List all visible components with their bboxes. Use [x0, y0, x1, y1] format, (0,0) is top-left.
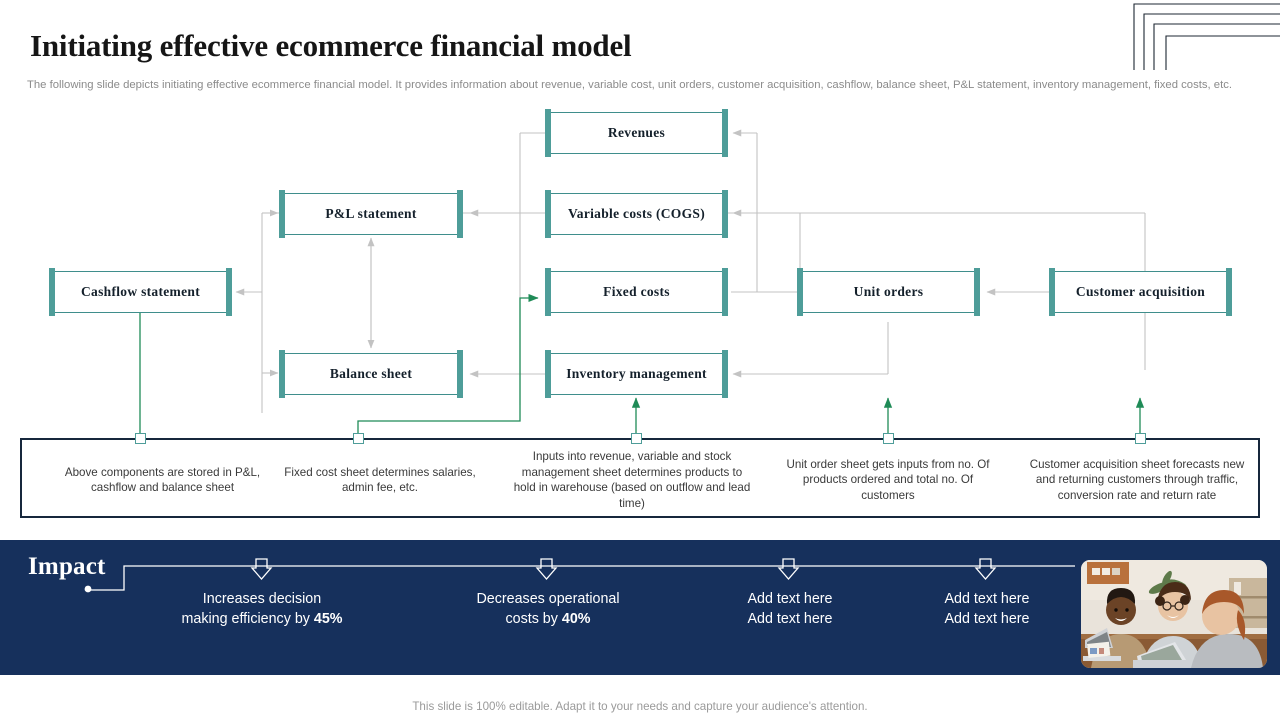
impact-item-line1: Add text here [747, 591, 833, 607]
impact-item-line2: costs by 40% [448, 610, 648, 630]
impact-banner: Impact Increases decision making efficie… [0, 540, 1280, 675]
impact-label: Impact [28, 553, 106, 580]
footer-note: This slide is 100% editable. Adapt it to… [412, 700, 868, 713]
annotation-item: Fixed cost sheet determines salaries, ad… [284, 465, 476, 495]
team-photo [1081, 560, 1267, 668]
node-label: Inventory management [566, 366, 707, 381]
annotation-strip: Above components are stored in P&L, cash… [20, 438, 1260, 518]
impact-item: Decreases operational costs by 40% [448, 590, 648, 629]
impact-item-line2-text: making efficiency by [181, 610, 314, 627]
corner-decoration-icon [1133, 3, 1280, 70]
impact-item-metric: 45% [313, 610, 343, 627]
node-pl-statement[interactable]: P&L statement [279, 190, 463, 238]
node-label: Customer acquisition [1075, 284, 1206, 299]
node-variable-costs[interactable]: Variable costs (COGS) [545, 190, 728, 238]
impact-item-line1: Add text here [944, 591, 1030, 607]
node-label: P&L statement [325, 206, 417, 221]
node-unit-orders[interactable]: Unit orders [797, 268, 980, 316]
annotation-item: Above components are stored in P&L, cash… [64, 465, 261, 495]
node-cashflow-statement[interactable]: Cashflow statement [49, 268, 232, 316]
annotation-anchor [631, 433, 642, 444]
node-label: Balance sheet [329, 366, 413, 381]
node-customer-acquisition[interactable]: Customer acquisition [1049, 268, 1232, 316]
node-fixed-costs[interactable]: Fixed costs [545, 268, 728, 316]
impact-item-line2: Add text here [690, 610, 890, 630]
node-inventory-management[interactable]: Inventory management [545, 350, 728, 398]
impact-item-line2: making efficiency by 45% [162, 610, 362, 630]
connector-layer [135, 129, 1146, 438]
node-revenues[interactable]: Revenues [545, 109, 728, 157]
impact-item-line1: Increases decision [202, 591, 322, 607]
node-label: Revenues [607, 125, 666, 140]
node-label: Variable costs (COGS) [567, 206, 706, 221]
team-photo-image [1081, 560, 1267, 668]
impact-connector-line [84, 558, 1075, 593]
annotation-item: Customer acquisition sheet forecasts new… [1029, 457, 1245, 502]
annotation-item: Inputs into revenue, variable and stock … [513, 450, 751, 510]
annotation-item: Unit order sheet gets inputs from no. Of… [786, 457, 990, 502]
annotation-anchor [135, 433, 146, 444]
node-label: Cashflow statement [80, 284, 200, 299]
impact-item-line2: Add text here [887, 610, 1087, 630]
impact-item-metric: 40% [561, 610, 591, 627]
impact-item: Add text here Add text here [887, 590, 1087, 629]
flow-diagram: Revenues P&L statement Variable costs (C… [0, 108, 1280, 518]
page-subtitle: The following slide depicts initiating e… [27, 79, 1232, 91]
impact-item-line2-text: Add text here [944, 610, 1030, 627]
node-label: Unit orders [853, 284, 924, 299]
annotation-anchor [883, 433, 894, 444]
impact-item: Increases decision making efficiency by … [162, 590, 362, 629]
impact-item-line1: Decreases operational [476, 591, 620, 607]
node-balance-sheet[interactable]: Balance sheet [279, 350, 463, 398]
page-title: Initiating effective ecommerce financial… [30, 28, 632, 63]
annotation-anchor [1135, 433, 1146, 444]
annotation-anchor [353, 433, 364, 444]
impact-item-line2-text: costs by [505, 610, 562, 627]
impact-item: Add text here Add text here [690, 590, 890, 629]
impact-item-line2-text: Add text here [747, 610, 833, 627]
node-label: Fixed costs [603, 284, 670, 299]
